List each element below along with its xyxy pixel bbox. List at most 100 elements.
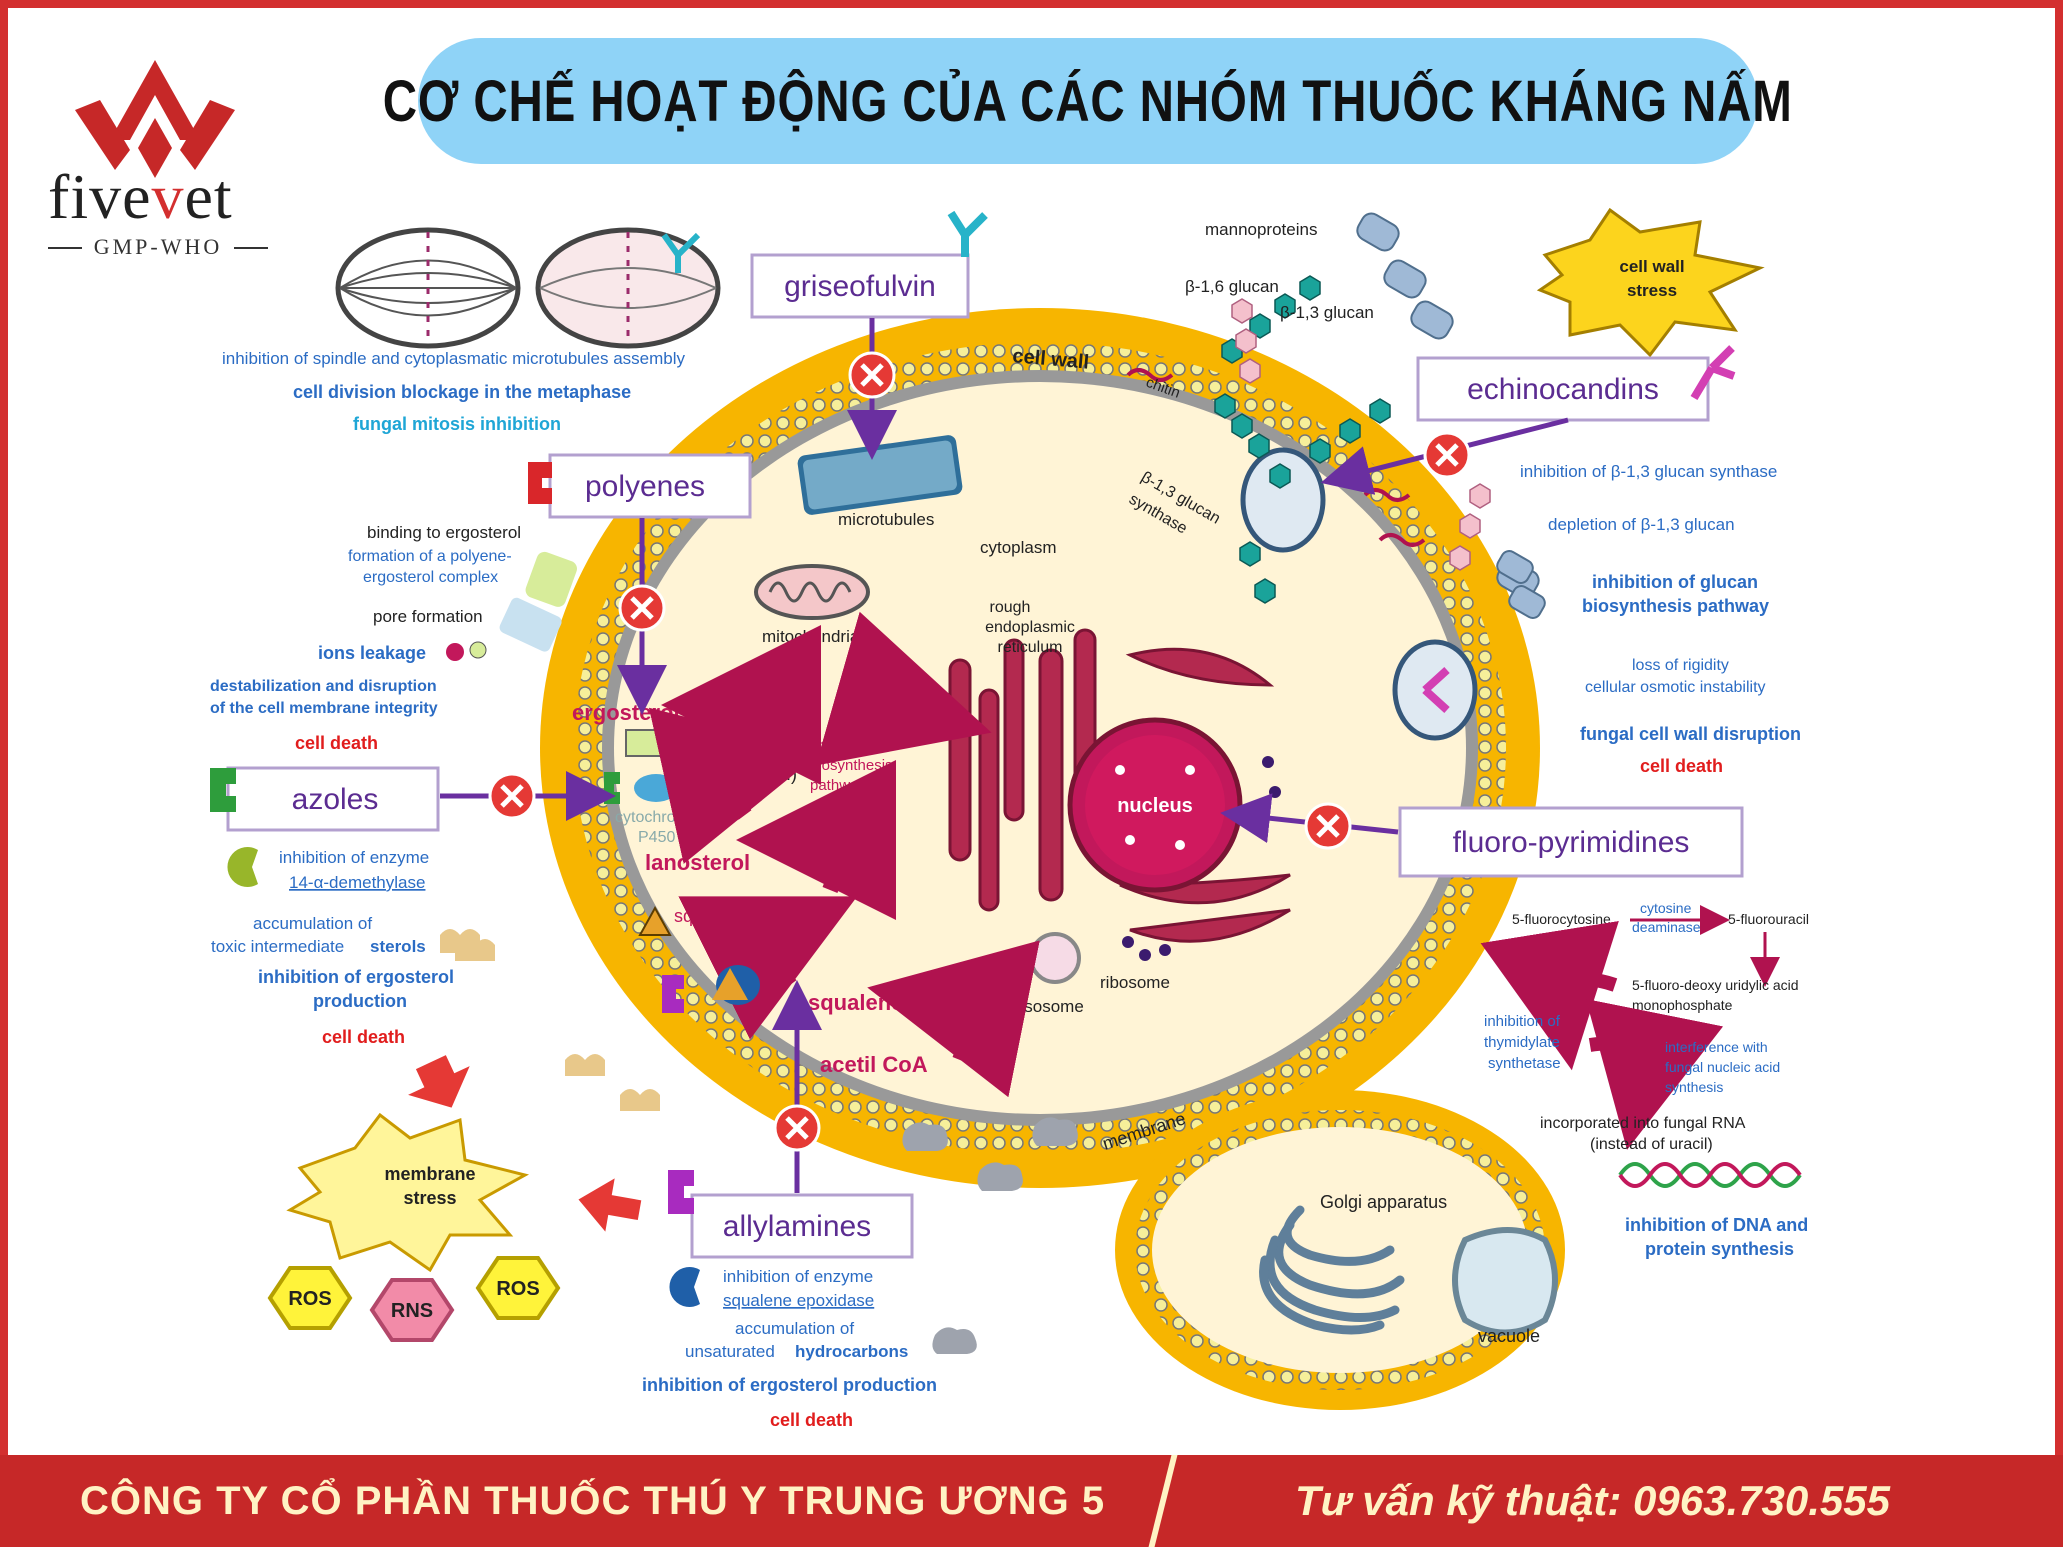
brand-tagline: GMP-WHO bbox=[48, 234, 268, 260]
azoles-note-5a: inhibition of ergosterol bbox=[258, 967, 454, 987]
pathway-dots: (...) bbox=[770, 764, 797, 784]
interference-label-1: interference with bbox=[1665, 1039, 1768, 1055]
griseofulvin-note-3: fungal mitosis inhibition bbox=[353, 414, 561, 434]
rer-label-2: endoplasmic bbox=[985, 619, 1075, 636]
glucan-depletion-icon bbox=[1496, 550, 1546, 619]
polyenes-note-2a: formation of a polyene- bbox=[348, 548, 512, 565]
allylamines-note-6: cell death bbox=[770, 1410, 853, 1430]
griseofulvin-label: griseofulvin bbox=[784, 270, 936, 303]
allylamine-enzyme-icon bbox=[662, 965, 760, 1013]
cytochrome-label-1: cytochrome bbox=[615, 809, 698, 826]
allylamines-note-4b: hydrocarbons bbox=[795, 1342, 908, 1361]
golgi-label: Golgi apparatus bbox=[1320, 1192, 1447, 1212]
cytoplasm-label: cytoplasm bbox=[980, 538, 1057, 557]
echinocandins-note-5: fungal cell wall disruption bbox=[1580, 724, 1801, 744]
echinocandins-note-1: inhibition of β-1,3 glucan synthase bbox=[1520, 462, 1777, 481]
azoles-note-6: cell death bbox=[322, 1027, 405, 1047]
azoles-note-3: accumulation of bbox=[253, 914, 372, 933]
glucan-synthase-icon bbox=[1240, 447, 1478, 741]
allylamines-box[interactable] bbox=[690, 1193, 914, 1259]
polyene-molecule-icon bbox=[528, 462, 552, 504]
rns-hexagon bbox=[369, 1278, 455, 1342]
mannoproteins-label: mannoproteins bbox=[1205, 220, 1317, 239]
squalene-epoxide-icon bbox=[638, 905, 672, 936]
rna-label-2: (instead of uracil) bbox=[1590, 1136, 1713, 1153]
membrane-stress-label-1: membrane bbox=[384, 1164, 475, 1184]
interference-label-3: synthesis bbox=[1665, 1079, 1723, 1095]
allylamines-note-3: accumulation of bbox=[735, 1319, 854, 1338]
footer-bar: CÔNG TY CỔ PHẦN THUỐC THÚ Y TRUNG ƯƠNG 5… bbox=[0, 1455, 2063, 1547]
mitochondria-label: mitochondria bbox=[762, 627, 860, 646]
azoles-box[interactable] bbox=[226, 766, 440, 832]
title-banner: CƠ CHẾ HOẠT ĐỘNG CỦA CÁC NHÓM THUỐC KHÁN… bbox=[383, 38, 1792, 164]
ros-hexagon-1 bbox=[267, 1266, 353, 1330]
polyenes-note-2b: ergosterol complex bbox=[363, 569, 498, 586]
allylamines-note-4a: unsaturated bbox=[685, 1342, 775, 1361]
echinocandins-block-icon bbox=[1423, 431, 1471, 479]
ribosome-label: ribosome bbox=[1100, 973, 1170, 992]
membrane-stress-burst bbox=[286, 1112, 530, 1273]
echinocandins-note-3a: inhibition of glucan bbox=[1592, 572, 1758, 592]
allylamines-block-icon bbox=[773, 1104, 821, 1152]
azoles-note-2: 14-α-demethylase bbox=[289, 873, 425, 892]
fluoro-pyrimidines-label: fluoro-pyrimidines bbox=[1453, 826, 1690, 859]
ros-hexagon-2 bbox=[475, 1256, 561, 1320]
er-stack-icon bbox=[1119, 647, 1291, 943]
mannoproteins-icon bbox=[1356, 212, 1540, 599]
mitotic-spindle-icon bbox=[335, 227, 721, 349]
griseofulvin-box[interactable] bbox=[750, 253, 970, 319]
fivevet-logo-icon bbox=[75, 60, 235, 178]
polyenes-block-icon bbox=[618, 584, 666, 632]
hotline[interactable]: Tư vấn kỹ thuật: 0963.730.555 bbox=[1295, 1477, 1890, 1524]
echinocandins-box[interactable] bbox=[1416, 356, 1710, 422]
azoles-block-icon bbox=[488, 772, 536, 820]
b16-glucan-label: β-1,6 glucan bbox=[1185, 277, 1279, 296]
membrane-protein-icons bbox=[902, 1117, 1078, 1191]
squalene-epoxidase-icon bbox=[669, 1267, 700, 1307]
ros-label-1: ROS bbox=[288, 1288, 331, 1310]
rns-label: RNS bbox=[391, 1300, 433, 1322]
hydrocarbons-icon bbox=[932, 1327, 977, 1354]
footer-divider bbox=[1148, 1455, 1178, 1547]
vacuole-label: vacuole bbox=[1478, 1326, 1540, 1346]
down-arrow-icon bbox=[408, 1055, 470, 1108]
echinocandins-note-2: depletion of β-1,3 glucan bbox=[1548, 515, 1735, 534]
azole-molecule-icon bbox=[210, 768, 236, 812]
fdu-curved-arrow bbox=[1480, 921, 1619, 1071]
interference-label-2: fungal nucleic acid bbox=[1665, 1059, 1780, 1075]
azoles-label: azoles bbox=[292, 783, 379, 816]
azoles-note-4b: sterols bbox=[370, 937, 426, 956]
azoles-note-1: inhibition of enzyme bbox=[279, 848, 429, 867]
dna-helix-icon bbox=[1618, 1162, 1802, 1188]
cell-wall-stress-label-1: cell wall bbox=[1619, 257, 1684, 276]
squalene-label: squalene bbox=[808, 990, 903, 1015]
echinocandins-note-3b: biosynthesis pathway bbox=[1582, 596, 1769, 616]
allylamine-molecule-icon bbox=[668, 1170, 694, 1214]
microtubules-label: microtubules bbox=[838, 510, 934, 529]
polyenes-box[interactable] bbox=[548, 453, 752, 519]
brand-name: fivevet bbox=[48, 161, 233, 232]
glucan-chains bbox=[1214, 275, 1491, 604]
nucleus-icon bbox=[1067, 717, 1243, 893]
polyenes-note-5a: destabilization and disruption bbox=[210, 678, 437, 695]
polyenes-label: polyenes bbox=[585, 470, 705, 503]
echinocandins-note-4b: cellular osmotic instability bbox=[1585, 679, 1766, 696]
thymidylate-label-3: synthetase bbox=[1488, 1055, 1561, 1072]
left-arrow-icon bbox=[578, 1178, 642, 1232]
allylamines-note-2: squalene epoxidase bbox=[723, 1291, 874, 1310]
page-title: CƠ CHẾ HOẠT ĐỘNG CỦA CÁC NHÓM THUỐC KHÁN… bbox=[383, 68, 1793, 134]
fluoro-block-icon bbox=[1304, 802, 1352, 850]
sterol-particles bbox=[455, 939, 660, 1111]
fluorouracil-label: 5-fluorouracil bbox=[1728, 911, 1809, 927]
cytosine-deaminase-label-2: deaminase bbox=[1632, 919, 1701, 935]
fluoro-pyrimidines-box[interactable] bbox=[1398, 806, 1744, 878]
ergosterol-icon bbox=[625, 729, 663, 757]
cell-wall-stress-burst bbox=[1536, 207, 1765, 358]
cell-wall-stress-label-2: stress bbox=[1627, 281, 1677, 300]
allylamines-label: allylamines bbox=[723, 1210, 871, 1243]
lysosome-icon bbox=[1029, 932, 1081, 984]
acetil-coa-label: acetil CoA bbox=[820, 1052, 928, 1077]
polyenes-note-5b: of the cell membrane integrity bbox=[210, 700, 438, 717]
echinocandin-molecule-icon bbox=[1690, 345, 1736, 401]
